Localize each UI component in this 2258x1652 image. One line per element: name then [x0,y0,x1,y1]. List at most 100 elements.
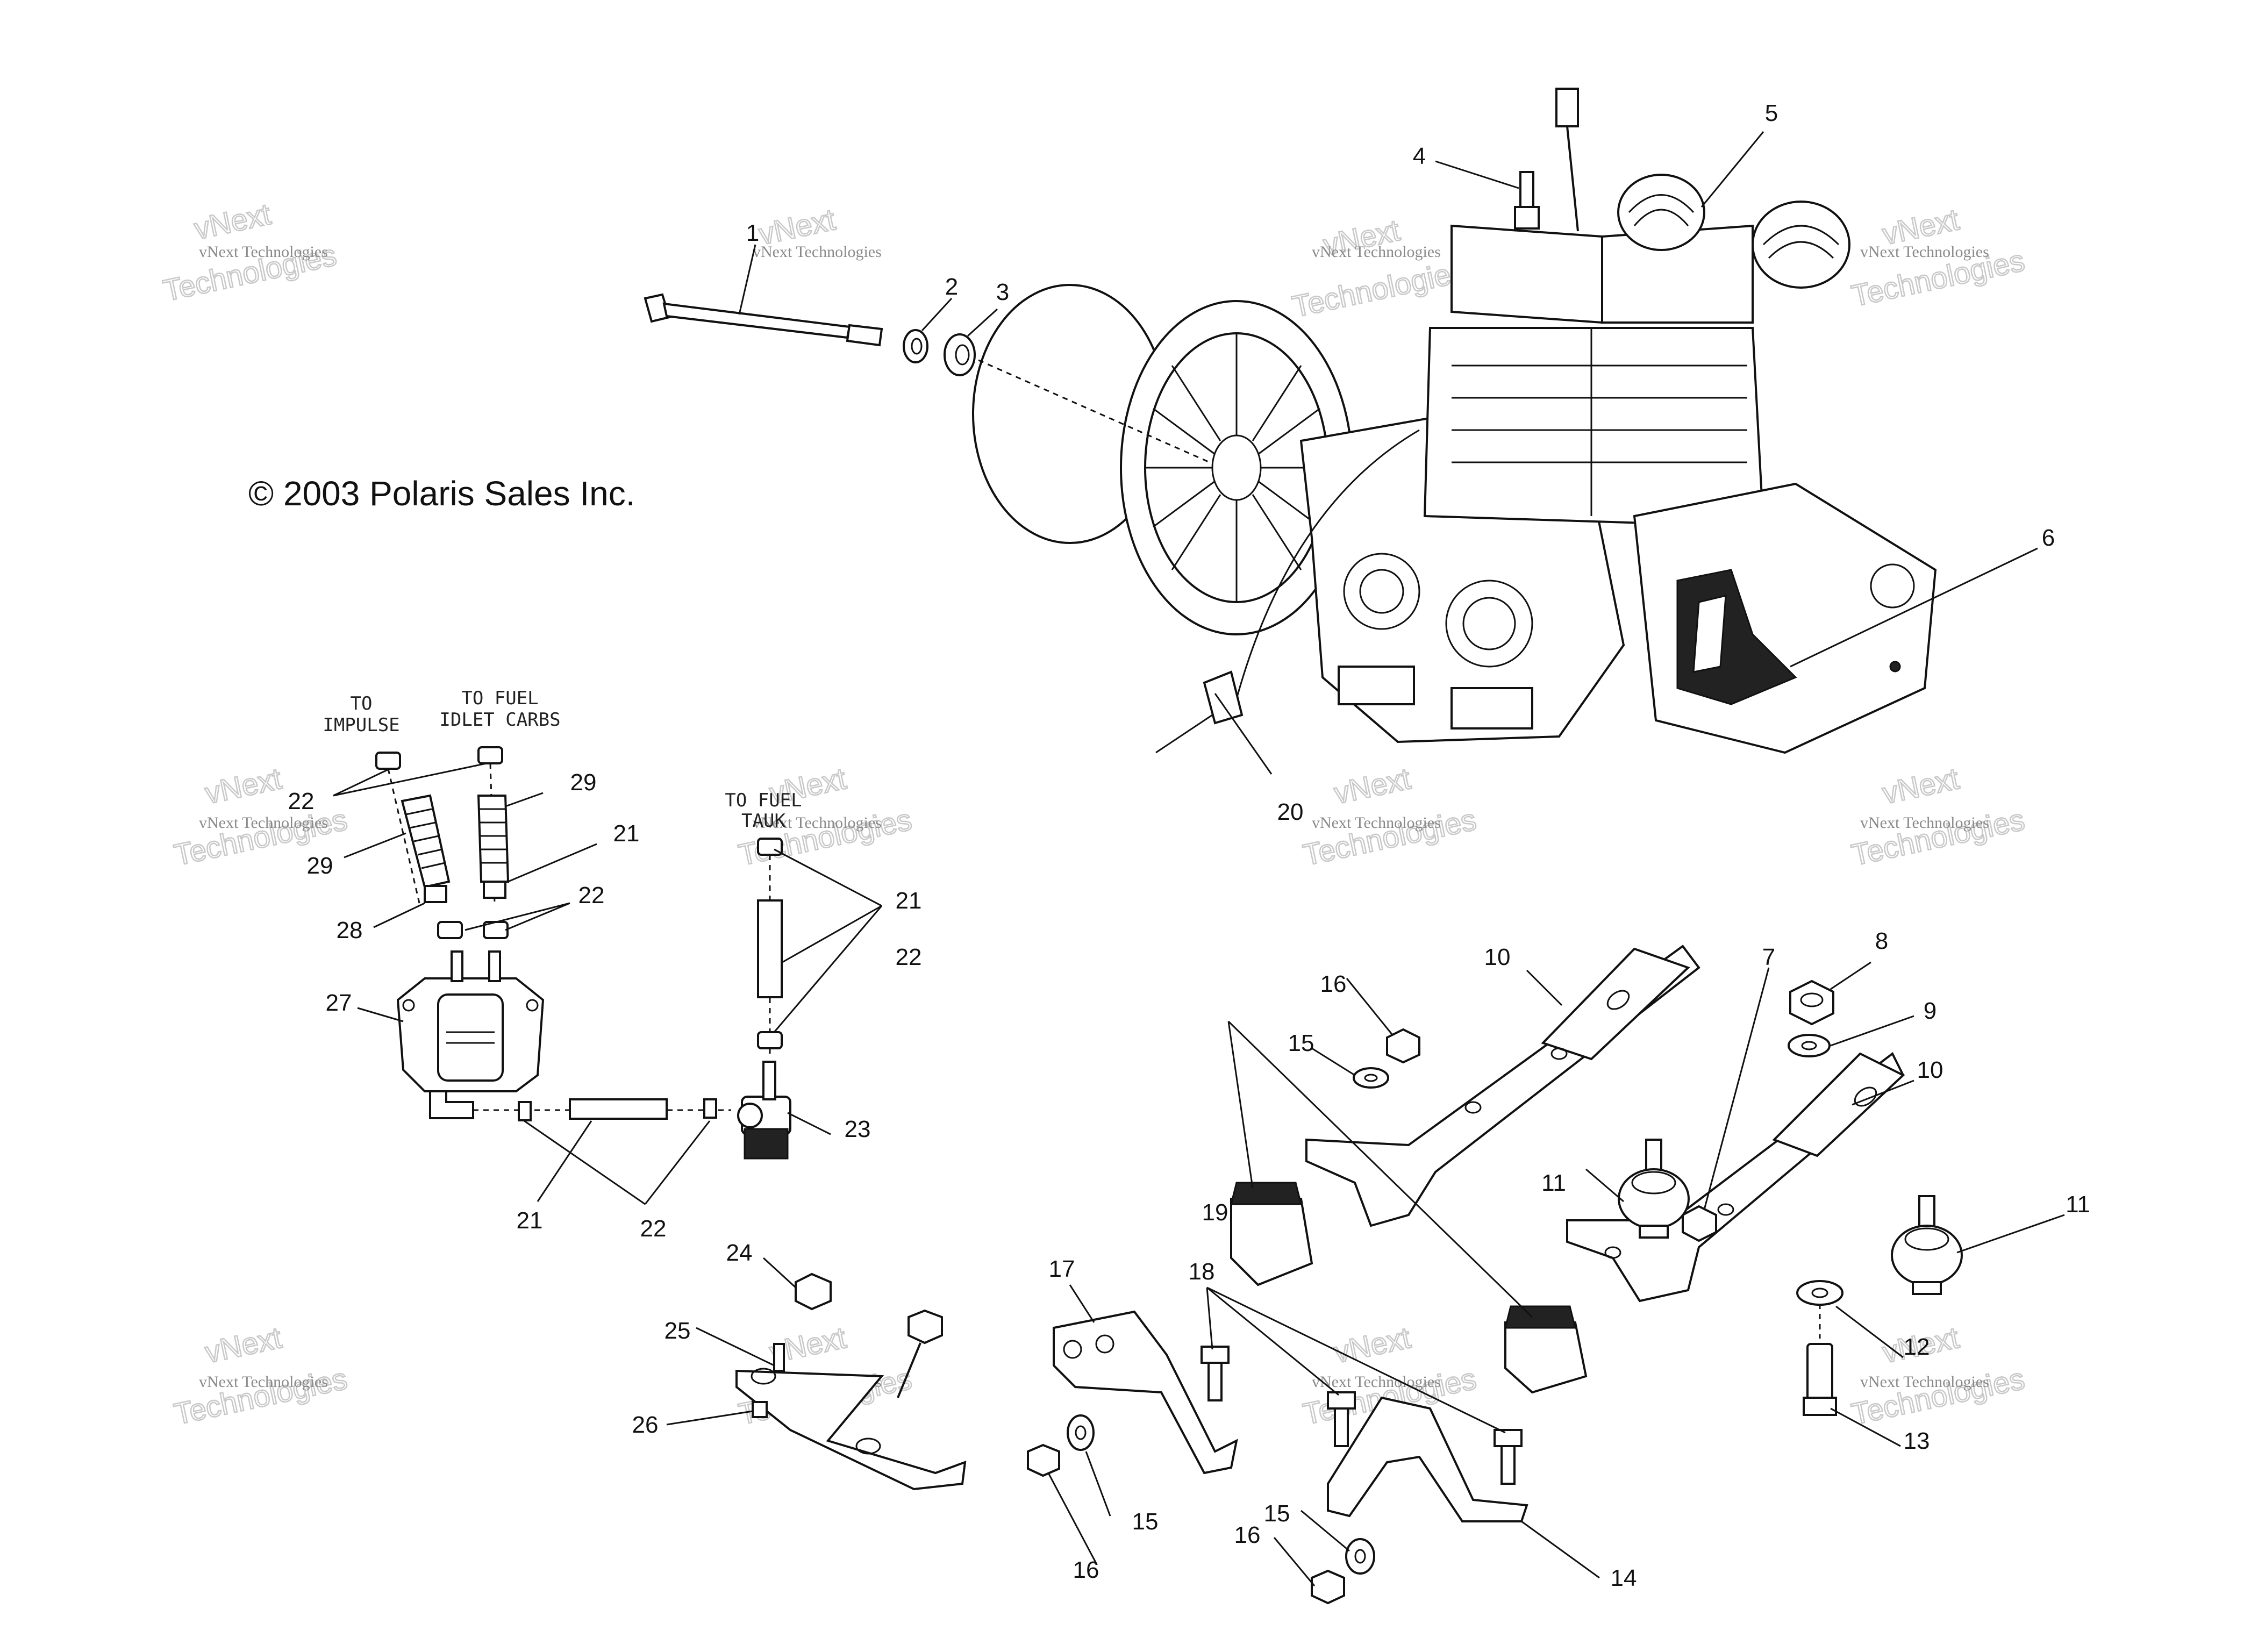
part-21-hose [569,1098,668,1120]
callout-15: 15 [1288,1030,1314,1056]
part-13-bolt [1803,1343,1837,1416]
callout-23: 23 [845,1116,871,1142]
part-12-washer [1796,1280,1843,1306]
part-20-cable [1155,429,1420,754]
note-to-fuel-tank-2: TAUK [741,810,785,832]
svg-text:vNext: vNext [1880,761,1962,810]
callout-27: 27 [326,990,352,1016]
clamp-22 [757,1031,783,1049]
fuel-pump-system: TO IMPULSE TO FUEL IDLET CARBS TO FUEL T… [323,688,802,1160]
watermark-text: vNext Technologies [199,243,328,261]
callout-22: 22 [640,1215,667,1242]
part-23-fuel-valve [737,1061,791,1160]
callout-11: 11 [1541,1170,1566,1196]
callout-7: 7 [1762,944,1775,970]
part-7-nut [1682,1205,1717,1242]
drive-clutch [972,284,1353,635]
dipstick [1555,88,1579,232]
watermark: vNext Technologies [170,1320,351,1432]
part-24-nut [795,1272,832,1311]
part-27-fuel-pump [396,950,545,1119]
part-14-bracket [1327,1396,1528,1522]
watermark-text: vNext Technologies [1312,1373,1441,1391]
leader-lines [333,131,2065,1586]
watermark-text: vNext Technologies [199,1373,328,1391]
callout-8: 8 [1875,928,1888,954]
callout-20: 20 [1277,799,1304,825]
watermark: vNext Technologies [1848,761,2028,873]
callout-16: 16 [1320,971,1347,997]
part-21-hose [757,899,783,998]
watermark-text: vNext Technologies [1860,1373,1989,1391]
callout-19: 19 [1202,1199,1228,1226]
svg-text:Technologies: Technologies [171,1361,350,1431]
note-to-fuel-carbs-2: IDLET CARBS [439,709,560,731]
part-15-washer [1345,1538,1375,1575]
callout-22: 22 [578,882,605,909]
callout-21: 21 [613,820,640,847]
part-15-washer [1067,1414,1095,1451]
callout-28: 28 [337,917,363,943]
part-5-cover [1617,174,1850,289]
part-25-bracket [735,1309,967,1491]
callout-3: 3 [996,279,1009,305]
part-8-nut [1789,979,1834,1026]
part-3-bearing [944,333,976,376]
part-15-washer [1353,1067,1389,1089]
note-to-fuel-carbs: TO FUEL [461,688,538,709]
svg-text:Technologies: Technologies [1848,1361,2027,1431]
callout-21: 21 [896,888,922,914]
svg-text:vNext: vNext [1331,1320,1414,1369]
part-17-bracket [1053,1310,1238,1475]
clamp-22 [477,746,503,764]
part-18-bolt [1494,1429,1523,1485]
part-11-rubber-mount [1618,1139,1690,1239]
part-18-bolt [1201,1346,1230,1401]
clamp-22 [437,921,463,939]
part-18-bolt [1327,1391,1356,1447]
callout-17: 17 [1049,1256,1075,1282]
callout-numbers: 1 2 3 4 5 6 7 8 9 10 10 11 11 12 13 14 1… [288,100,2090,1591]
part-10-mount-bracket [1305,945,1700,1227]
callout-11: 11 [2066,1191,2090,1218]
callout-10: 10 [1484,944,1511,970]
part-1-bolt [644,293,883,347]
part-16-nut [1311,1569,1345,1605]
svg-text:vNext: vNext [1331,761,1414,810]
watermark: vNext Technologies [1299,761,1480,873]
callout-14: 14 [1611,1565,1637,1591]
copyright-notice: © 2003 Polaris Sales Inc. [248,474,635,513]
watermark-text: vNext Technologies [199,814,328,832]
svg-text:vNext: vNext [191,197,274,246]
clamp-22 [375,752,401,770]
watermark-text: vNext Technologies [1860,814,1989,832]
watermark-text: vNext Technologies [753,243,882,261]
spark-plug-4 [1514,171,1540,230]
callout-29: 29 [307,853,333,879]
note-to-impulse: TO [351,693,373,714]
callout-29: 29 [570,769,597,796]
part-19-rubber-block [1230,1182,1313,1286]
note-to-impulse-2: IMPULSE [323,714,399,736]
part-11-rubber-mount [1891,1195,1963,1295]
callout-18: 18 [1189,1258,1215,1285]
callout-12: 12 [1904,1334,1930,1360]
callout-21: 21 [517,1207,543,1234]
callout-22: 22 [288,788,315,814]
callout-16: 16 [1073,1557,1099,1583]
svg-text:vNext: vNext [202,761,285,810]
cylinders [1423,224,1765,528]
part-10-mount-bracket [1566,1052,1905,1303]
watermark-text: vNext Technologies [1312,243,1441,261]
callout-22: 22 [896,944,922,970]
callout-25: 25 [664,1318,691,1344]
callout-10: 10 [1917,1057,1943,1083]
part-19-rubber-block [1504,1305,1588,1394]
svg-text:Technologies: Technologies [1848,802,2027,872]
callout-4: 4 [1413,143,1426,169]
callout-6: 6 [2042,525,2055,551]
clamp-22 [703,1098,717,1119]
callout-24: 24 [726,1240,753,1266]
part-26-fastener [752,1401,768,1418]
